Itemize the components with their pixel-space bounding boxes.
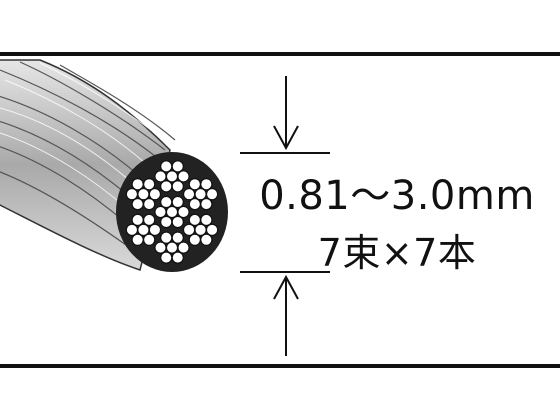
- arrow-up-icon: [273, 274, 299, 300]
- wire: [160, 231, 173, 244]
- rope-cross-section: [116, 152, 228, 272]
- wire: [165, 241, 179, 254]
- wire: [125, 223, 139, 237]
- wire: [137, 187, 150, 201]
- strand: [125, 213, 162, 246]
- wire: [200, 233, 213, 246]
- strand: [182, 213, 219, 246]
- wire: [171, 231, 184, 244]
- wire: [182, 187, 196, 201]
- wire: [131, 197, 144, 211]
- wire: [200, 178, 213, 191]
- wire: [148, 223, 162, 237]
- wire: [205, 223, 219, 237]
- wire: [188, 197, 202, 211]
- wire: [182, 223, 196, 237]
- wire: [160, 215, 173, 229]
- wire: [160, 251, 173, 264]
- wire: [154, 205, 167, 219]
- wire: [142, 213, 156, 227]
- upper-dimension-arrow: [273, 76, 299, 151]
- wire: [200, 213, 213, 227]
- wire: [131, 178, 144, 191]
- wire: [165, 205, 179, 219]
- wire: [177, 170, 190, 183]
- wire: [177, 241, 190, 254]
- construction-label: 7束×7本: [317, 231, 477, 275]
- wire: [160, 180, 173, 193]
- strand: [154, 231, 190, 264]
- wire: [194, 187, 207, 201]
- diameter-range-label: 0.81～3.0mm: [259, 173, 535, 219]
- wire: [142, 178, 156, 191]
- wire: [131, 233, 144, 246]
- wire: [171, 251, 184, 264]
- lower-dimension-arrow: [273, 274, 299, 356]
- strand: [154, 160, 190, 193]
- wire: [188, 233, 202, 246]
- wire: [154, 241, 167, 254]
- strand: [182, 178, 219, 211]
- wire: [142, 233, 156, 246]
- wire: [131, 213, 144, 227]
- strand: [125, 178, 162, 211]
- wire: [154, 170, 167, 183]
- wire: [137, 223, 150, 237]
- wire: [148, 187, 162, 201]
- wire: [171, 195, 184, 209]
- wire: [171, 180, 184, 193]
- wire: [160, 160, 173, 173]
- wire: [200, 197, 213, 211]
- wire: [177, 205, 190, 219]
- arrow-down-icon: [273, 125, 299, 151]
- wire: [165, 170, 179, 183]
- wire: [160, 195, 173, 209]
- wire: [142, 197, 156, 211]
- wire: [188, 178, 202, 191]
- wire: [194, 223, 207, 237]
- strand: [154, 195, 190, 229]
- wire: [171, 160, 184, 173]
- wire: [205, 187, 219, 201]
- wire: [125, 187, 139, 201]
- wire: [188, 213, 202, 227]
- wire: [171, 215, 184, 229]
